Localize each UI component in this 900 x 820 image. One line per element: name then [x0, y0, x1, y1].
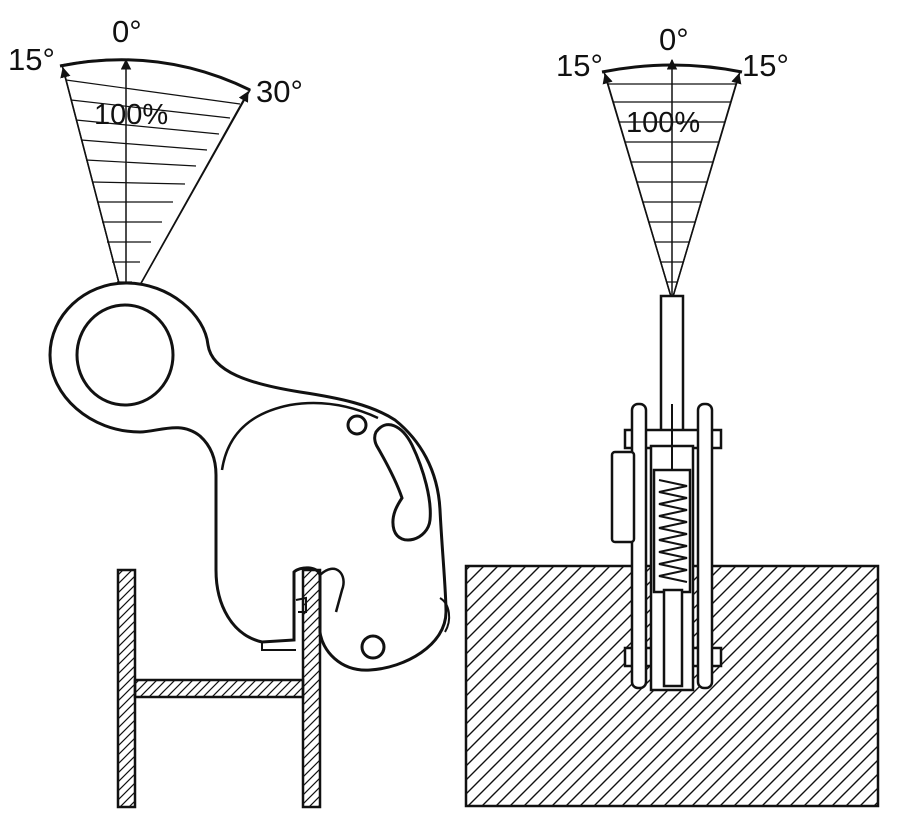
right-clamp-spring	[658, 479, 688, 583]
left-angle-right-label: 30°	[256, 74, 303, 109]
right-capacity-label: 100%	[626, 107, 700, 139]
left-angle-top-label: 0°	[112, 14, 142, 49]
right-clamp-side-view	[610, 294, 723, 692]
right-angle-right-label: 15°	[742, 48, 789, 83]
right-angle-fan	[601, 58, 743, 303]
right-angle-top-label: 0°	[659, 22, 689, 57]
left-capacity-label: 100%	[94, 99, 168, 131]
left-clamp-body	[48, 281, 451, 672]
left-i-beam	[116, 568, 322, 809]
left-angle-fan	[59, 58, 252, 312]
right-angle-left-label: 15°	[556, 48, 603, 83]
left-angle-left-label: 15°	[8, 42, 55, 77]
